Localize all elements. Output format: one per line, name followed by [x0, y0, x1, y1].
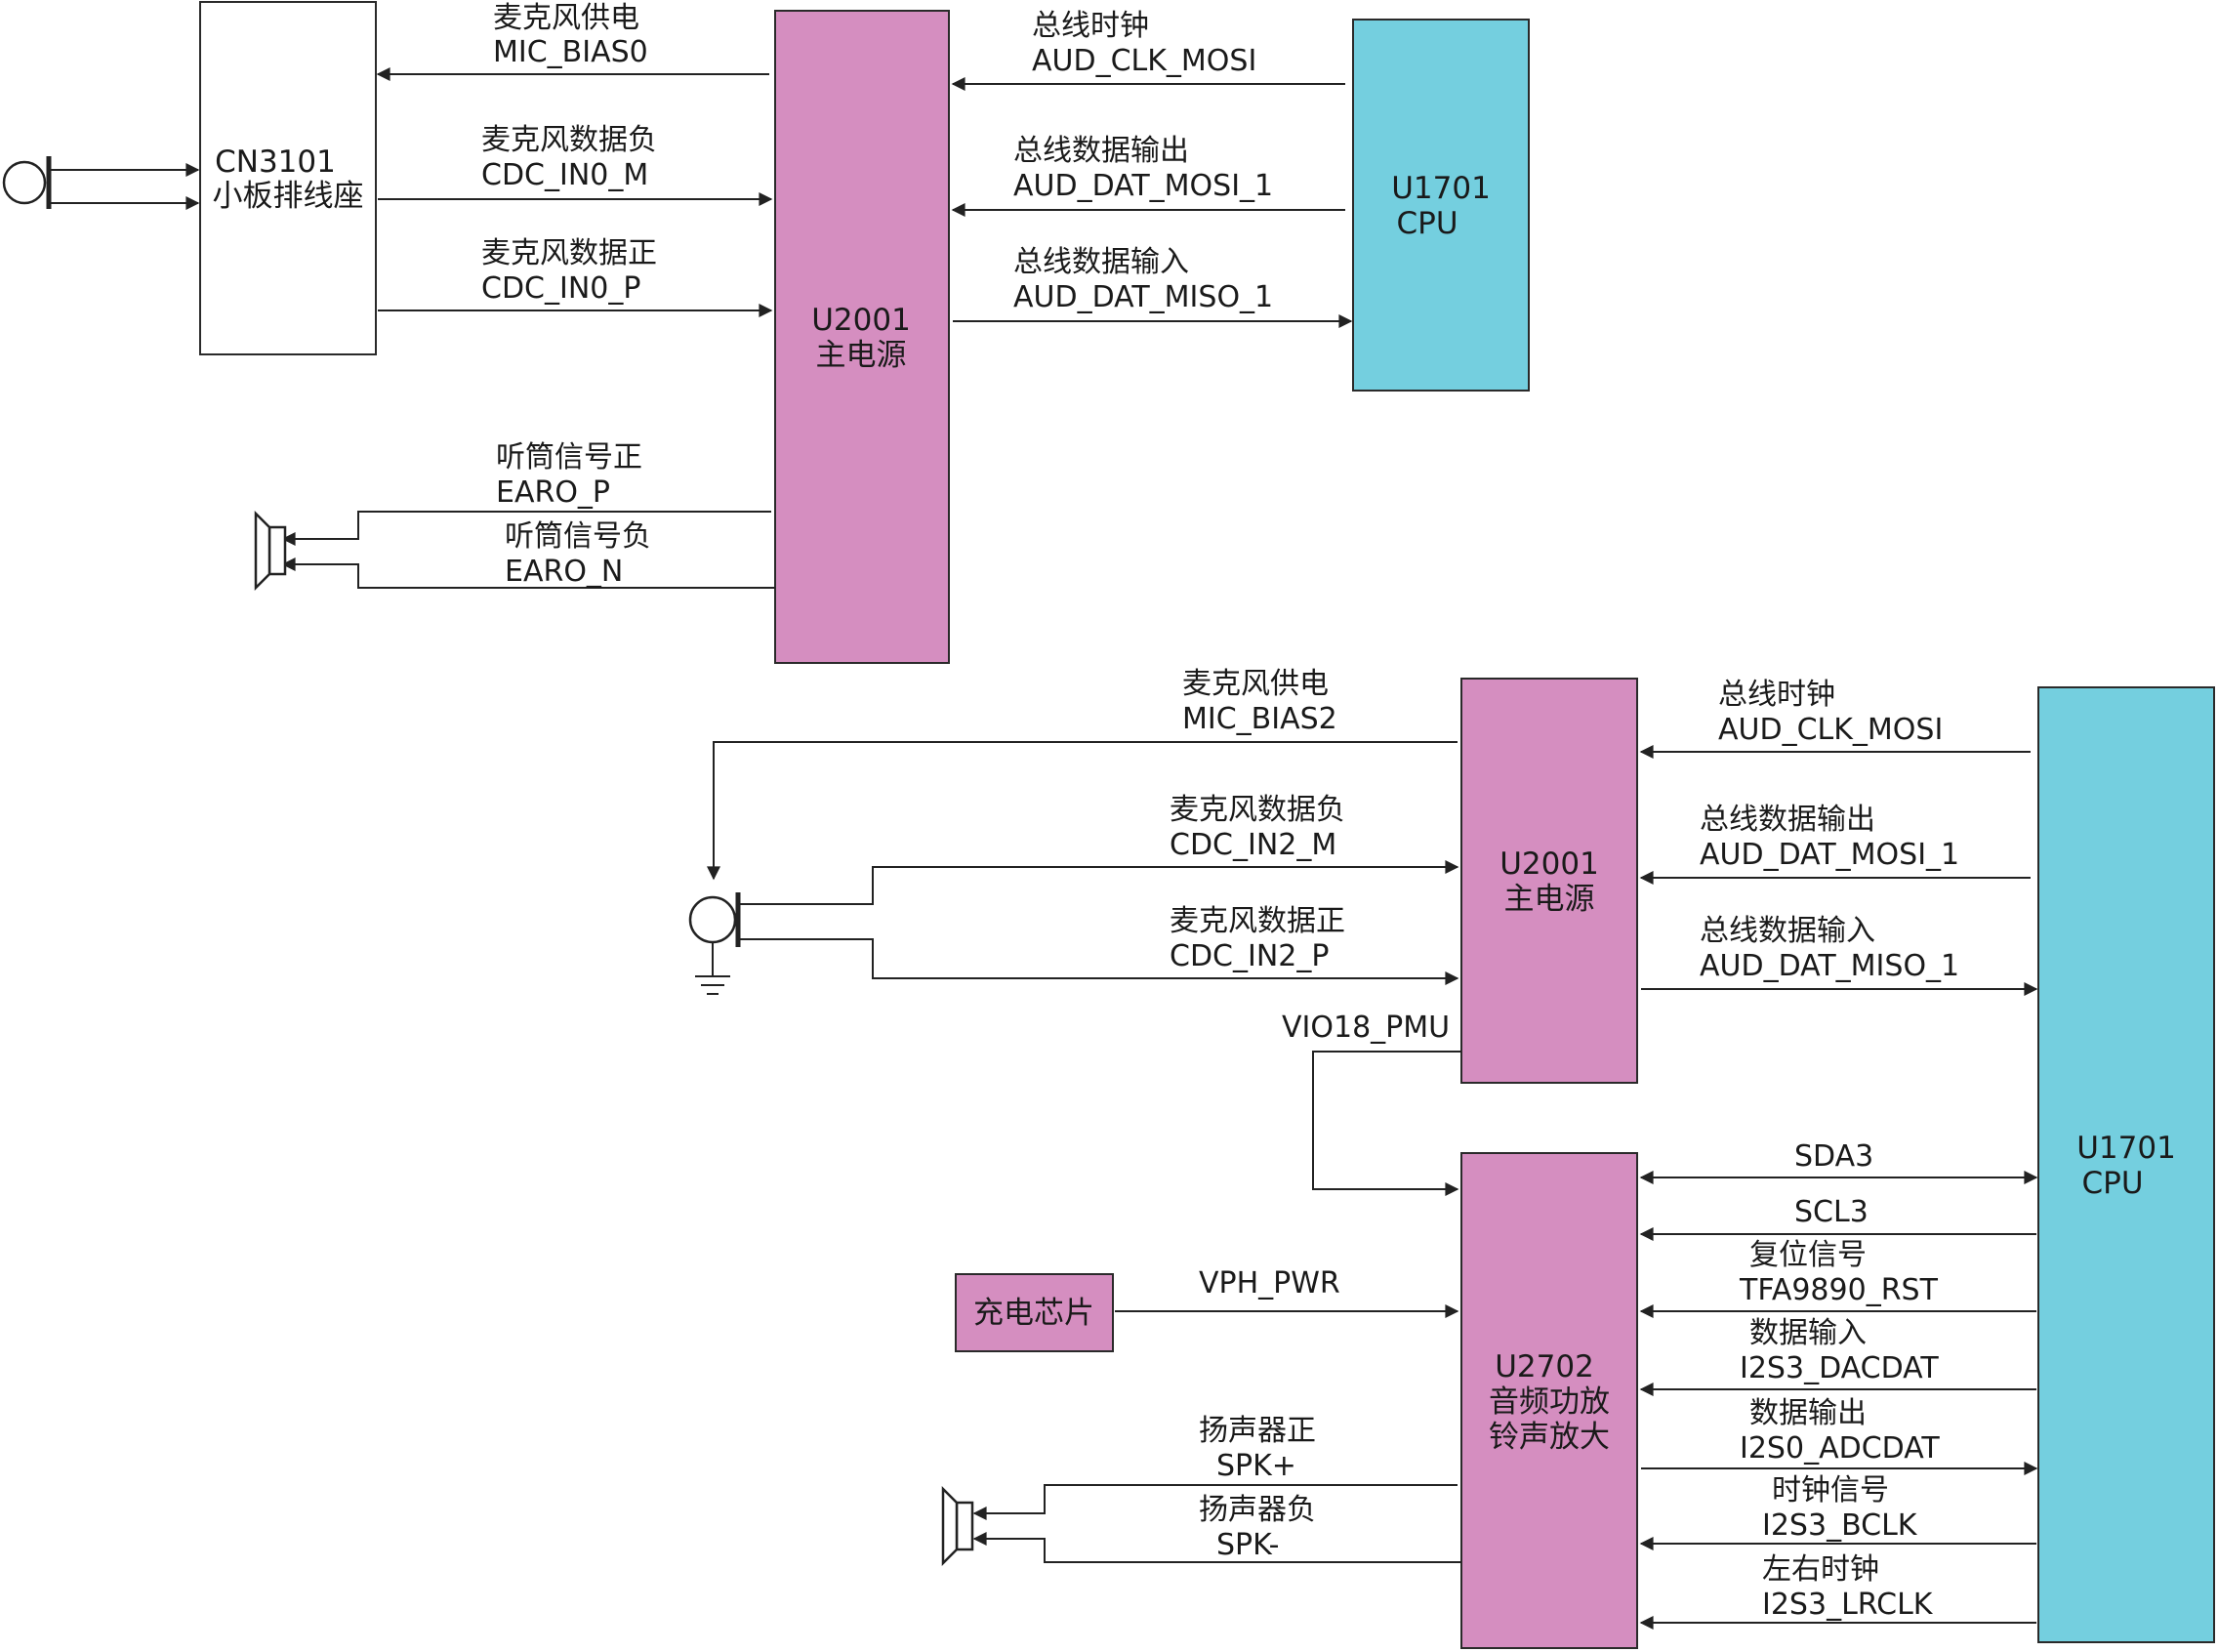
aud-dat-miso-top-en: AUD_DAT_MISO_1	[1013, 280, 1273, 314]
aud-dat-miso-bottom-cn: 总线数据输入	[1700, 914, 1875, 948]
wire-earo-p	[281, 511, 771, 546]
microphone-bottom-icon	[688, 892, 741, 995]
charger-block	[955, 1273, 1114, 1352]
cdc-in0-p-cn: 麦克风数据正	[481, 236, 657, 270]
u2702-sublabel-2: 铃声放大	[1489, 1420, 1610, 1455]
u2702-block	[1460, 1152, 1638, 1649]
spk-minus-en: SPK-	[1216, 1528, 1279, 1562]
aud-dat-mosi-top-en: AUD_DAT_MOSI_1	[1013, 169, 1273, 203]
wire-cdc-in2-p	[740, 938, 1459, 985]
i2s3-bclk-cn: 时钟信号	[1772, 1473, 1889, 1507]
earpiece-icon	[254, 510, 287, 592]
tfa9890-rst-en: TFA9890_RST	[1739, 1273, 1939, 1307]
cdc-in0-m-cn: 麦克风数据负	[481, 123, 657, 157]
u2001-top-sublabel: 主电源	[816, 338, 907, 373]
i2s0-adcdat-en: I2S0_ADCDAT	[1740, 1431, 1940, 1466]
mic-bias0-en: MIC_BIAS0	[493, 35, 648, 69]
u2001-top-block	[774, 10, 950, 664]
i2s3-dacdat-en: I2S3_DACDAT	[1740, 1351, 1939, 1385]
u2001-bottom-sublabel: 主电源	[1504, 882, 1595, 917]
cdc-in0-m-en: CDC_IN0_M	[481, 158, 648, 192]
wire-cdc-in2-m	[740, 860, 1459, 905]
speaker-icon	[941, 1485, 974, 1567]
aud-clk-mosi-bottom-cn: 总线时钟	[1718, 678, 1835, 712]
cn3101-label: CN3101	[215, 145, 336, 180]
wire-earo-n	[281, 558, 775, 589]
microphone-icon	[2, 156, 52, 209]
i2s3-lrclk-cn: 左右时钟	[1762, 1552, 1879, 1587]
aud-dat-mosi-bottom-en: AUD_DAT_MOSI_1	[1700, 838, 1959, 872]
cdc-in2-p-en: CDC_IN2_P	[1170, 939, 1329, 973]
aud-dat-mosi-bottom-cn: 总线数据输出	[1700, 803, 1875, 837]
spk-minus-cn: 扬声器负	[1199, 1493, 1316, 1527]
u2001-top-label: U2001	[811, 303, 911, 338]
tfa9890-rst-cn: 复位信号	[1749, 1238, 1867, 1272]
wire-vio18-pmu	[1312, 1051, 1461, 1196]
i2s3-bclk-en: I2S3_BCLK	[1762, 1508, 1918, 1543]
wire-spk-plus	[972, 1484, 1458, 1520]
sda3-label: SDA3	[1794, 1139, 1873, 1174]
vio18-pmu-label: VIO18_PMU	[1282, 1011, 1450, 1045]
top-diagram: CN3101 小板排线座 U2001 主电源 U1701 CPU 麦克风供电 M…	[2, 1, 1530, 664]
aud-dat-miso-top-cn: 总线数据输入	[1013, 245, 1189, 279]
wire-spk-minus	[972, 1532, 1461, 1563]
spk-plus-en: SPK+	[1216, 1449, 1296, 1483]
bottom-diagram: U2001 主电源 U2702 音频功放 铃声放大 U1701 CPU 充电芯片…	[688, 667, 2215, 1649]
u1701-bottom-block	[2037, 686, 2215, 1643]
u2702-label: U2702	[1495, 1349, 1594, 1384]
cdc-in2-m-en: CDC_IN2_M	[1170, 828, 1336, 862]
earo-p-en: EARO_P	[496, 475, 610, 510]
cn3101-sublabel: 小板排线座	[213, 179, 364, 214]
spk-plus-cn: 扬声器正	[1199, 1414, 1316, 1448]
cn3101-block	[199, 1, 377, 355]
vph-pwr-label: VPH_PWR	[1199, 1266, 1340, 1301]
u1701-top-label: U1701	[1391, 171, 1491, 206]
earo-p-cn: 听筒信号正	[496, 440, 642, 475]
i2s0-adcdat-cn: 数据输出	[1749, 1396, 1867, 1430]
i2s3-lrclk-en: I2S3_LRCLK	[1762, 1588, 1934, 1622]
u2001-bottom-label: U2001	[1499, 847, 1599, 882]
aud-clk-mosi-top-en: AUD_CLK_MOSI	[1032, 44, 1256, 78]
cdc-in2-p-cn: 麦克风数据正	[1170, 904, 1345, 938]
aud-dat-mosi-top-cn: 总线数据输出	[1013, 134, 1189, 168]
cdc-in0-p-en: CDC_IN0_P	[481, 271, 640, 306]
charger-label: 充电芯片	[973, 1296, 1094, 1331]
i2s3-dacdat-cn: 数据输入	[1749, 1316, 1867, 1350]
u2702-sublabel-1: 音频功放	[1489, 1384, 1610, 1420]
wire-mic-bias2	[707, 741, 1458, 881]
mic-bias2-en: MIC_BIAS2	[1182, 702, 1337, 736]
u1701-top-sublabel: CPU	[1396, 206, 1458, 241]
cdc-in2-m-cn: 麦克风数据负	[1170, 793, 1345, 827]
aud-clk-mosi-bottom-en: AUD_CLK_MOSI	[1718, 713, 1943, 747]
u1701-bottom-sublabel: CPU	[2081, 1166, 2143, 1201]
earo-n-cn: 听筒信号负	[505, 519, 651, 554]
scl3-label: SCL3	[1794, 1195, 1869, 1229]
aud-dat-miso-bottom-en: AUD_DAT_MISO_1	[1700, 949, 1959, 983]
u1701-top-block	[1352, 19, 1530, 392]
mic-bias2-cn: 麦克风供电	[1182, 667, 1329, 701]
earo-n-en: EARO_N	[505, 555, 623, 589]
mic-bias0-cn: 麦克风供电	[493, 1, 639, 35]
aud-clk-mosi-top-cn: 总线时钟	[1032, 9, 1149, 43]
u1701-bottom-label: U1701	[2076, 1131, 2176, 1166]
u2001-bottom-block	[1460, 678, 1638, 1084]
